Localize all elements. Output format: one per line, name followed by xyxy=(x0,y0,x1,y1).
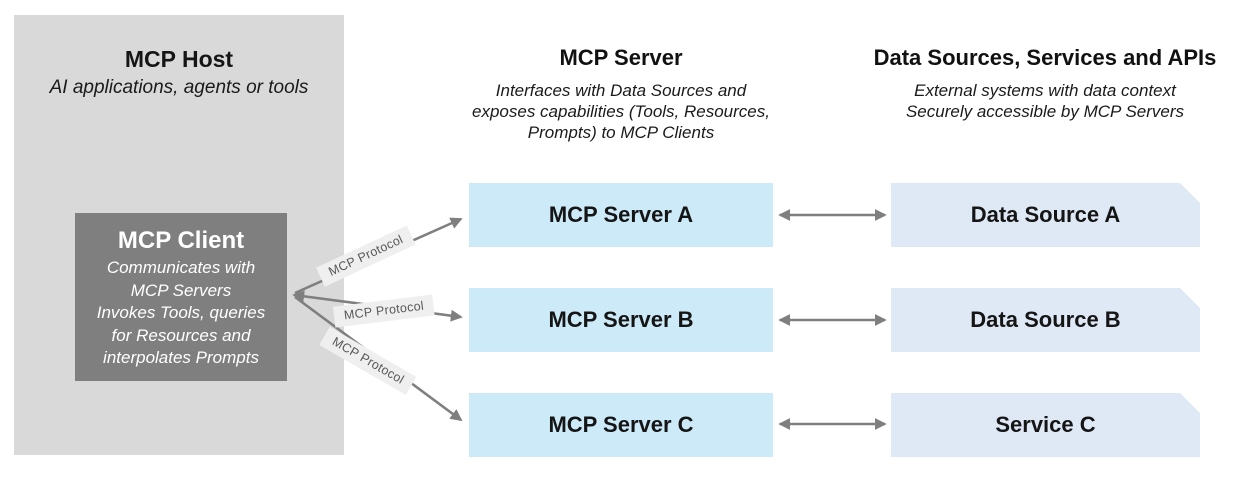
data-source-box-b-label: Data Source B xyxy=(970,307,1121,332)
sources-column-title: Data Sources, Services and APIs xyxy=(873,45,1217,70)
data-source-box-a-label: Data Source A xyxy=(970,202,1121,227)
host-title: MCP Host xyxy=(124,46,234,72)
host-subtitle: AI applications, agents or tools xyxy=(49,77,309,98)
server-column-title: MCP Server xyxy=(559,45,683,70)
server-column-description: Interfaces with Data Sources and exposes… xyxy=(472,81,770,142)
server-box-c-label: MCP Server C xyxy=(548,412,694,437)
mcp-client-box: MCP Client Communicates with MCP Servers… xyxy=(75,213,287,381)
server-box-a-label: MCP Server A xyxy=(548,202,694,227)
data-source-box-b: Data Source B xyxy=(891,288,1200,352)
data-source-box-a: Data Source A xyxy=(891,183,1200,247)
server-box-b: MCP Server B xyxy=(469,288,773,352)
sources-column-description: External systems with data context Secur… xyxy=(905,81,1185,121)
mcp-protocol-label-2: MCP Protocol xyxy=(332,294,436,328)
mcp-client-description: Communicates with MCP Servers Invokes To… xyxy=(96,258,266,367)
server-box-a: MCP Server A xyxy=(469,183,773,247)
sources-column-header: Data Sources, Services and APIs External… xyxy=(865,45,1225,122)
service-box-c-label: Service C xyxy=(995,412,1096,437)
server-box-c: MCP Server C xyxy=(469,393,773,457)
server-box-b-label: MCP Server B xyxy=(548,307,694,332)
service-box-c: Service C xyxy=(891,393,1200,457)
mcp-client-title: MCP Client xyxy=(117,227,245,254)
server-column-header: MCP Server Interfaces with Data Sources … xyxy=(439,45,803,143)
